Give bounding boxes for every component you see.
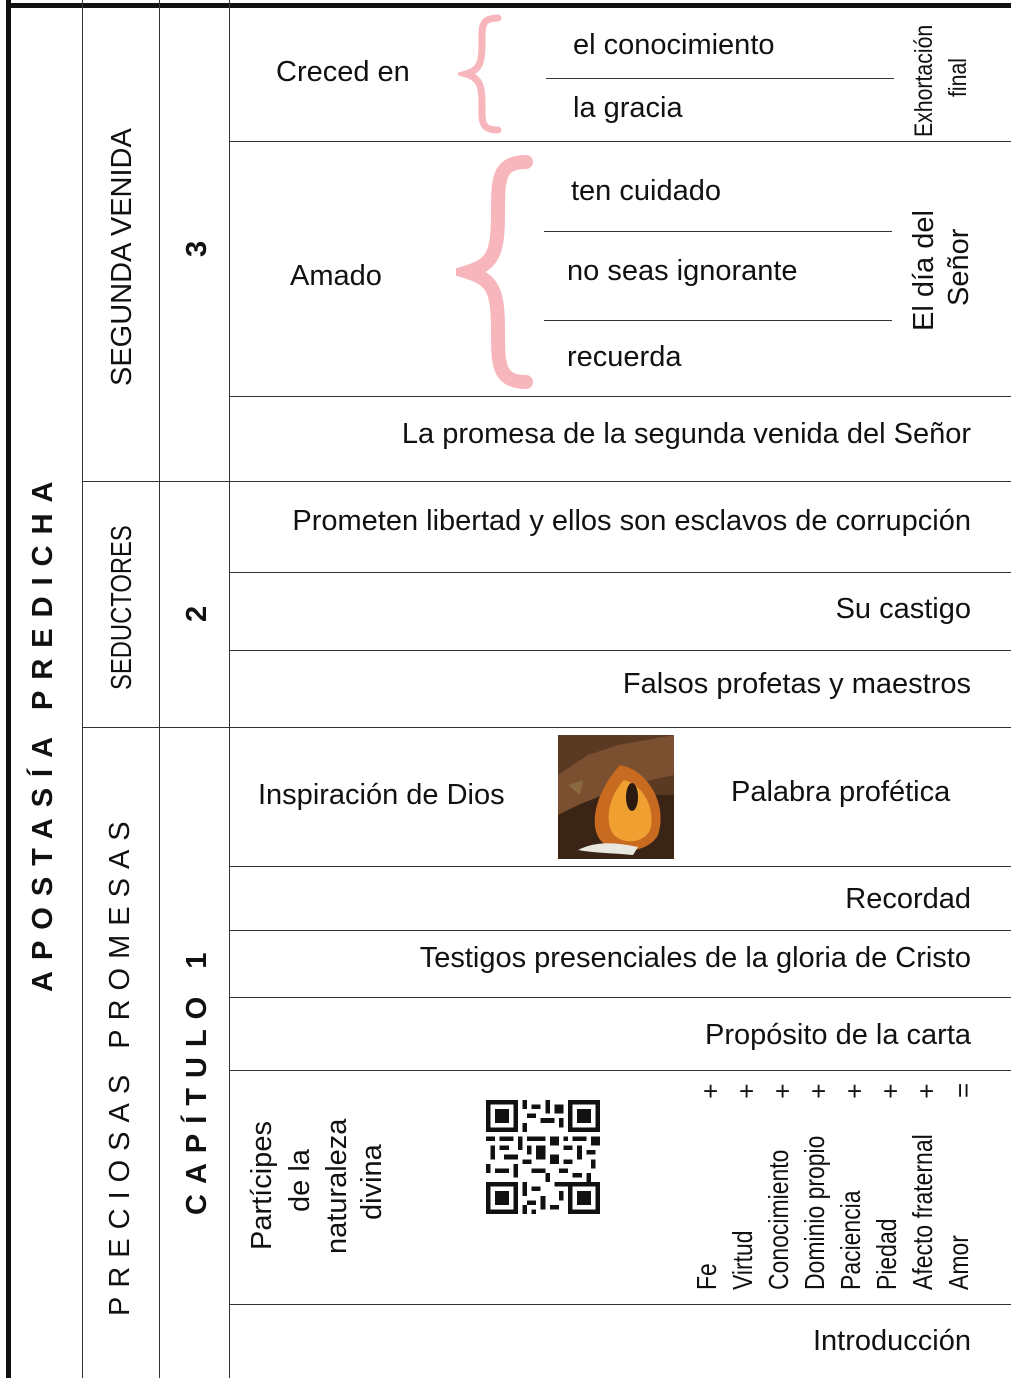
- divider-ch1-row5: [229, 1304, 1011, 1305]
- title-apostasia: APOSTASÍA: [27, 725, 59, 992]
- divider-ch2-row1: [229, 572, 1011, 573]
- prometen-libertad: Prometen libertad y ellos son esclavos d…: [292, 505, 971, 537]
- participes-line-1: Partícipes: [246, 1121, 278, 1250]
- virtue-op-dominio-propio: +: [811, 1076, 827, 1106]
- divider-ch3-row1: [229, 141, 1011, 142]
- virtue-dominio-propio: Dominio propio: [799, 1135, 830, 1290]
- participes-line-2: de la: [284, 1149, 316, 1212]
- proposito-de-la-carta: Propósito de la carta: [705, 1019, 971, 1051]
- virtue-op-amor: =: [948, 1082, 978, 1098]
- section-label-segunda-venida: SEGUNDA VENIDA: [106, 128, 138, 386]
- title-predicha: PREDICHA: [27, 470, 59, 710]
- participes-line-3: naturaleza: [321, 1118, 353, 1254]
- column-divider-3: [229, 0, 230, 1378]
- introduccion: Introducción: [813, 1325, 971, 1357]
- section-label-seductores: SEDUCTORES: [106, 525, 138, 690]
- frame-left-border: [6, 0, 11, 1378]
- virtue-fe: Fe: [691, 1263, 722, 1290]
- amado-item-ten-cuidado: ten cuidado: [571, 175, 721, 207]
- qr-code-image: [486, 1100, 600, 1214]
- divider-amado-items-1: [544, 231, 892, 232]
- lamp-image: [558, 735, 674, 859]
- amado-label: Amado: [290, 260, 382, 292]
- dia-del-senor-line1: El día del: [908, 210, 940, 331]
- palabra-profetica: Palabra profética: [731, 776, 951, 808]
- divider-ch1-row3: [229, 997, 1011, 998]
- amado-item-recuerda: recuerda: [567, 341, 682, 373]
- recordad: Recordad: [845, 883, 971, 915]
- falsos-profetas: Falsos profetas y maestros: [622, 668, 971, 700]
- exhortacion-label-line1: Exhortación: [910, 24, 938, 137]
- virtue-paciencia: Paciencia: [835, 1190, 866, 1290]
- virtue-conocimiento: Conocimiento: [763, 1149, 794, 1290]
- divider-amado-items-2: [544, 320, 892, 321]
- virtue-op-virtud: +: [739, 1076, 755, 1106]
- creced-item-gracia: la gracia: [573, 92, 683, 124]
- testigos-presenciales: Testigos presenciales de la gloria de Cr…: [419, 942, 971, 974]
- virtue-afecto-fraternal: Afecto fraternal: [907, 1134, 938, 1290]
- column-divider-1: [82, 0, 83, 1378]
- virtue-op-piedad: +: [883, 1076, 899, 1106]
- divider-ch1-row2: [229, 930, 1011, 931]
- amado-brace-icon: [456, 155, 533, 389]
- creced-item-conocimiento: el conocimiento: [573, 29, 775, 61]
- amado-item-no-seas-ignorante: no seas ignorante: [567, 255, 798, 287]
- virtue-amor: Amor: [943, 1235, 974, 1290]
- section-label-preciosas-promesas: PRECIOSAS PROMESAS: [104, 812, 136, 1316]
- su-castigo: Su castigo: [835, 593, 971, 625]
- divider-ch1-row4: [229, 1070, 1011, 1071]
- frame-top-border: [6, 3, 1011, 8]
- inspiracion-de-dios: Inspiración de Dios: [258, 779, 505, 811]
- divider-seductores-top: [82, 481, 1011, 482]
- divider-ch1-row1: [229, 866, 1011, 867]
- chapter-number-2: 2: [181, 605, 213, 622]
- promesa-segunda-venida: La promesa de la segunda venida del Seño…: [401, 418, 971, 450]
- virtue-op-paciencia: +: [847, 1076, 863, 1106]
- virtue-piedad: Piedad: [871, 1218, 902, 1290]
- chapter-number-3: 3: [181, 240, 213, 257]
- divider-creced-items: [546, 78, 894, 79]
- creced-en-label: Creced en: [276, 56, 410, 88]
- divider-ch3-row2: [229, 396, 1011, 397]
- column-divider-2: [159, 0, 160, 1378]
- divider-ch2-row2: [229, 650, 1011, 651]
- participes-line-4: divina: [356, 1144, 388, 1220]
- virtue-op-conocimiento: +: [775, 1076, 791, 1106]
- virtue-virtud: Virtud: [727, 1230, 758, 1290]
- dia-del-senor-line2: Señor: [943, 228, 975, 306]
- divider-promesas-top: [82, 727, 1011, 728]
- exhortacion-label-line2: final: [944, 58, 972, 97]
- creced-brace-icon: [458, 14, 502, 134]
- virtue-op-afecto-fraternal: +: [919, 1076, 935, 1106]
- virtue-op-fe: +: [703, 1076, 719, 1106]
- chapter-number-1-label: CAPÍTULO 1: [181, 942, 213, 1215]
